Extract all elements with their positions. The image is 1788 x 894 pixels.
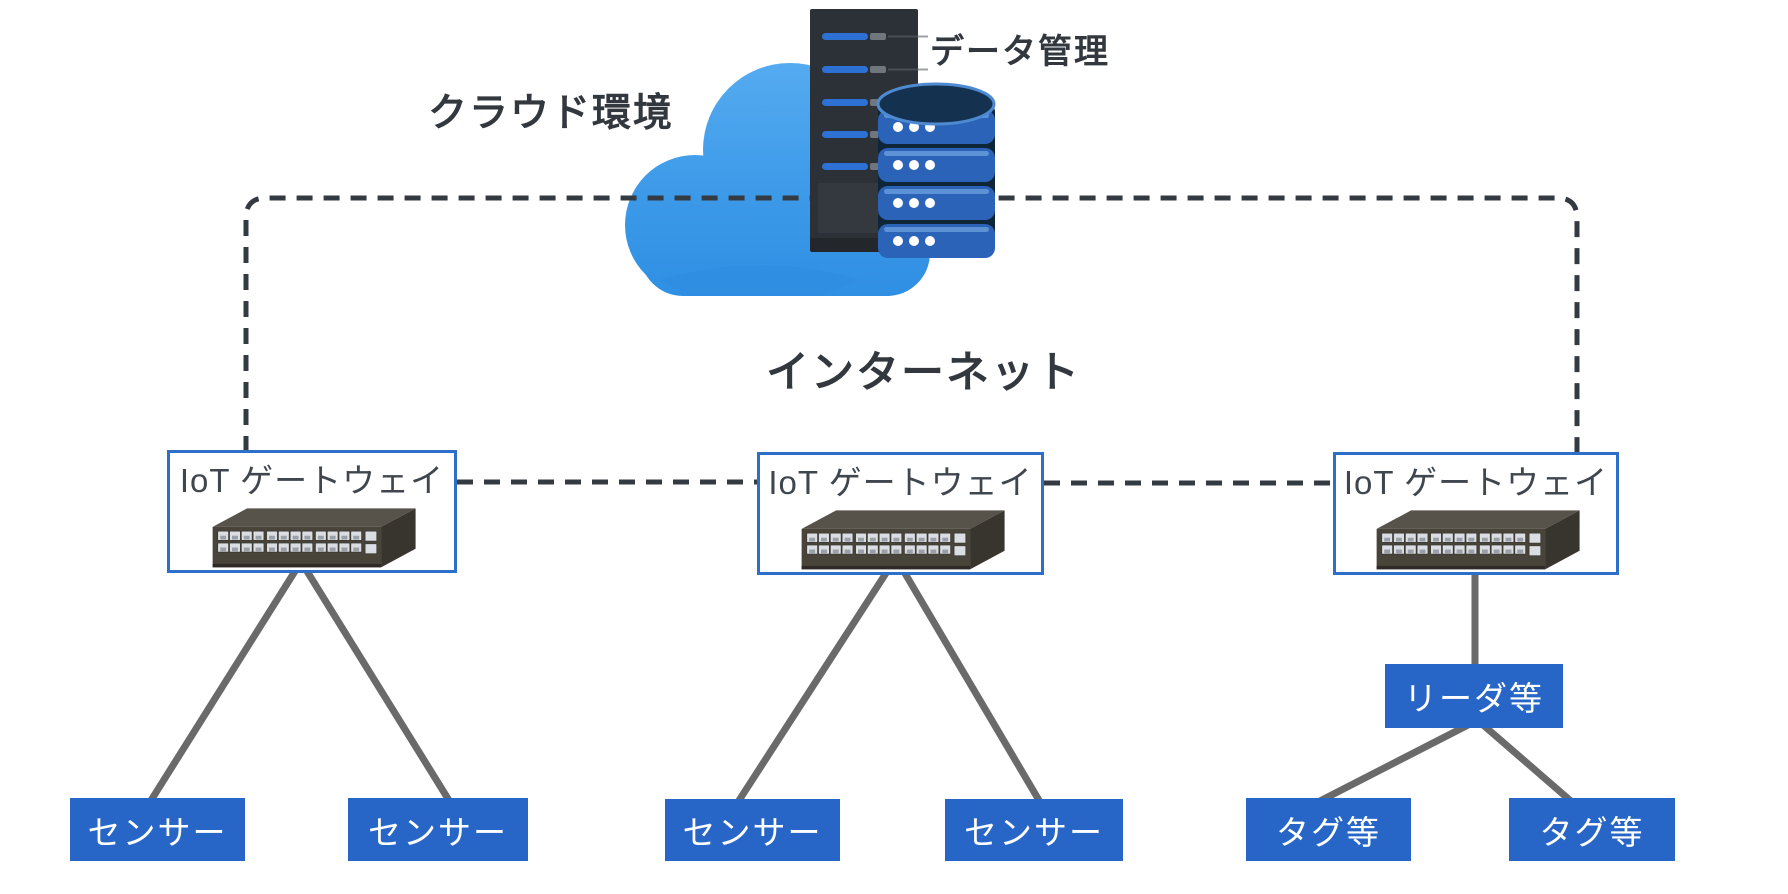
gateway-node-3: IoT ゲートウェイ (1333, 452, 1619, 575)
database-icon (876, 82, 996, 258)
tag-node-2: タグ等 (1509, 798, 1675, 861)
sensor-node-3: センサー (665, 799, 840, 861)
network-switch-icon (1359, 507, 1593, 571)
network-switch-icon (784, 507, 1018, 571)
device-links (147, 566, 1575, 806)
sensor-node-2: センサー (348, 798, 528, 861)
cloud-environment-label: クラウド環境 (428, 92, 675, 135)
tag-label: タグ等 (1276, 813, 1381, 851)
tag-label: タグ等 (1539, 813, 1645, 851)
gateway-node-2: IoT ゲートウェイ (757, 452, 1044, 575)
gateway2-sensor4-link (899, 568, 1044, 804)
reader-label: リーダ等 (1404, 680, 1544, 717)
gateway-label: IoT ゲートウェイ (768, 464, 1033, 501)
reader-node: リーダ等 (1385, 664, 1563, 728)
sensor-node-4: センサー (945, 799, 1123, 861)
network-switch-icon (195, 505, 429, 569)
gateway-label: IoT ゲートウェイ (179, 462, 445, 499)
gateway-node-1: IoT ゲートウェイ (167, 450, 457, 573)
sensor-node-1: センサー (70, 798, 245, 861)
sensor-label: センサー (87, 813, 228, 851)
sensor-label: センサー (682, 814, 823, 851)
gateway2-sensor3-link (735, 568, 891, 804)
sensor-label: センサー (964, 814, 1104, 851)
reader-tag1-link (1316, 720, 1472, 806)
gateway1-sensor1-link (147, 566, 300, 804)
tag-node-1: タグ等 (1246, 798, 1411, 861)
cloud-gateway-dashed-link (243, 195, 1580, 454)
data-management-label: データ管理 (930, 33, 1110, 71)
internet-label: インターネット (766, 349, 1081, 397)
gateway-label: IoT ゲートウェイ (1343, 464, 1609, 501)
gateway1-sensor2-link (302, 566, 453, 804)
reader-tag2-link (1479, 721, 1575, 805)
sensor-label: センサー (368, 813, 508, 851)
